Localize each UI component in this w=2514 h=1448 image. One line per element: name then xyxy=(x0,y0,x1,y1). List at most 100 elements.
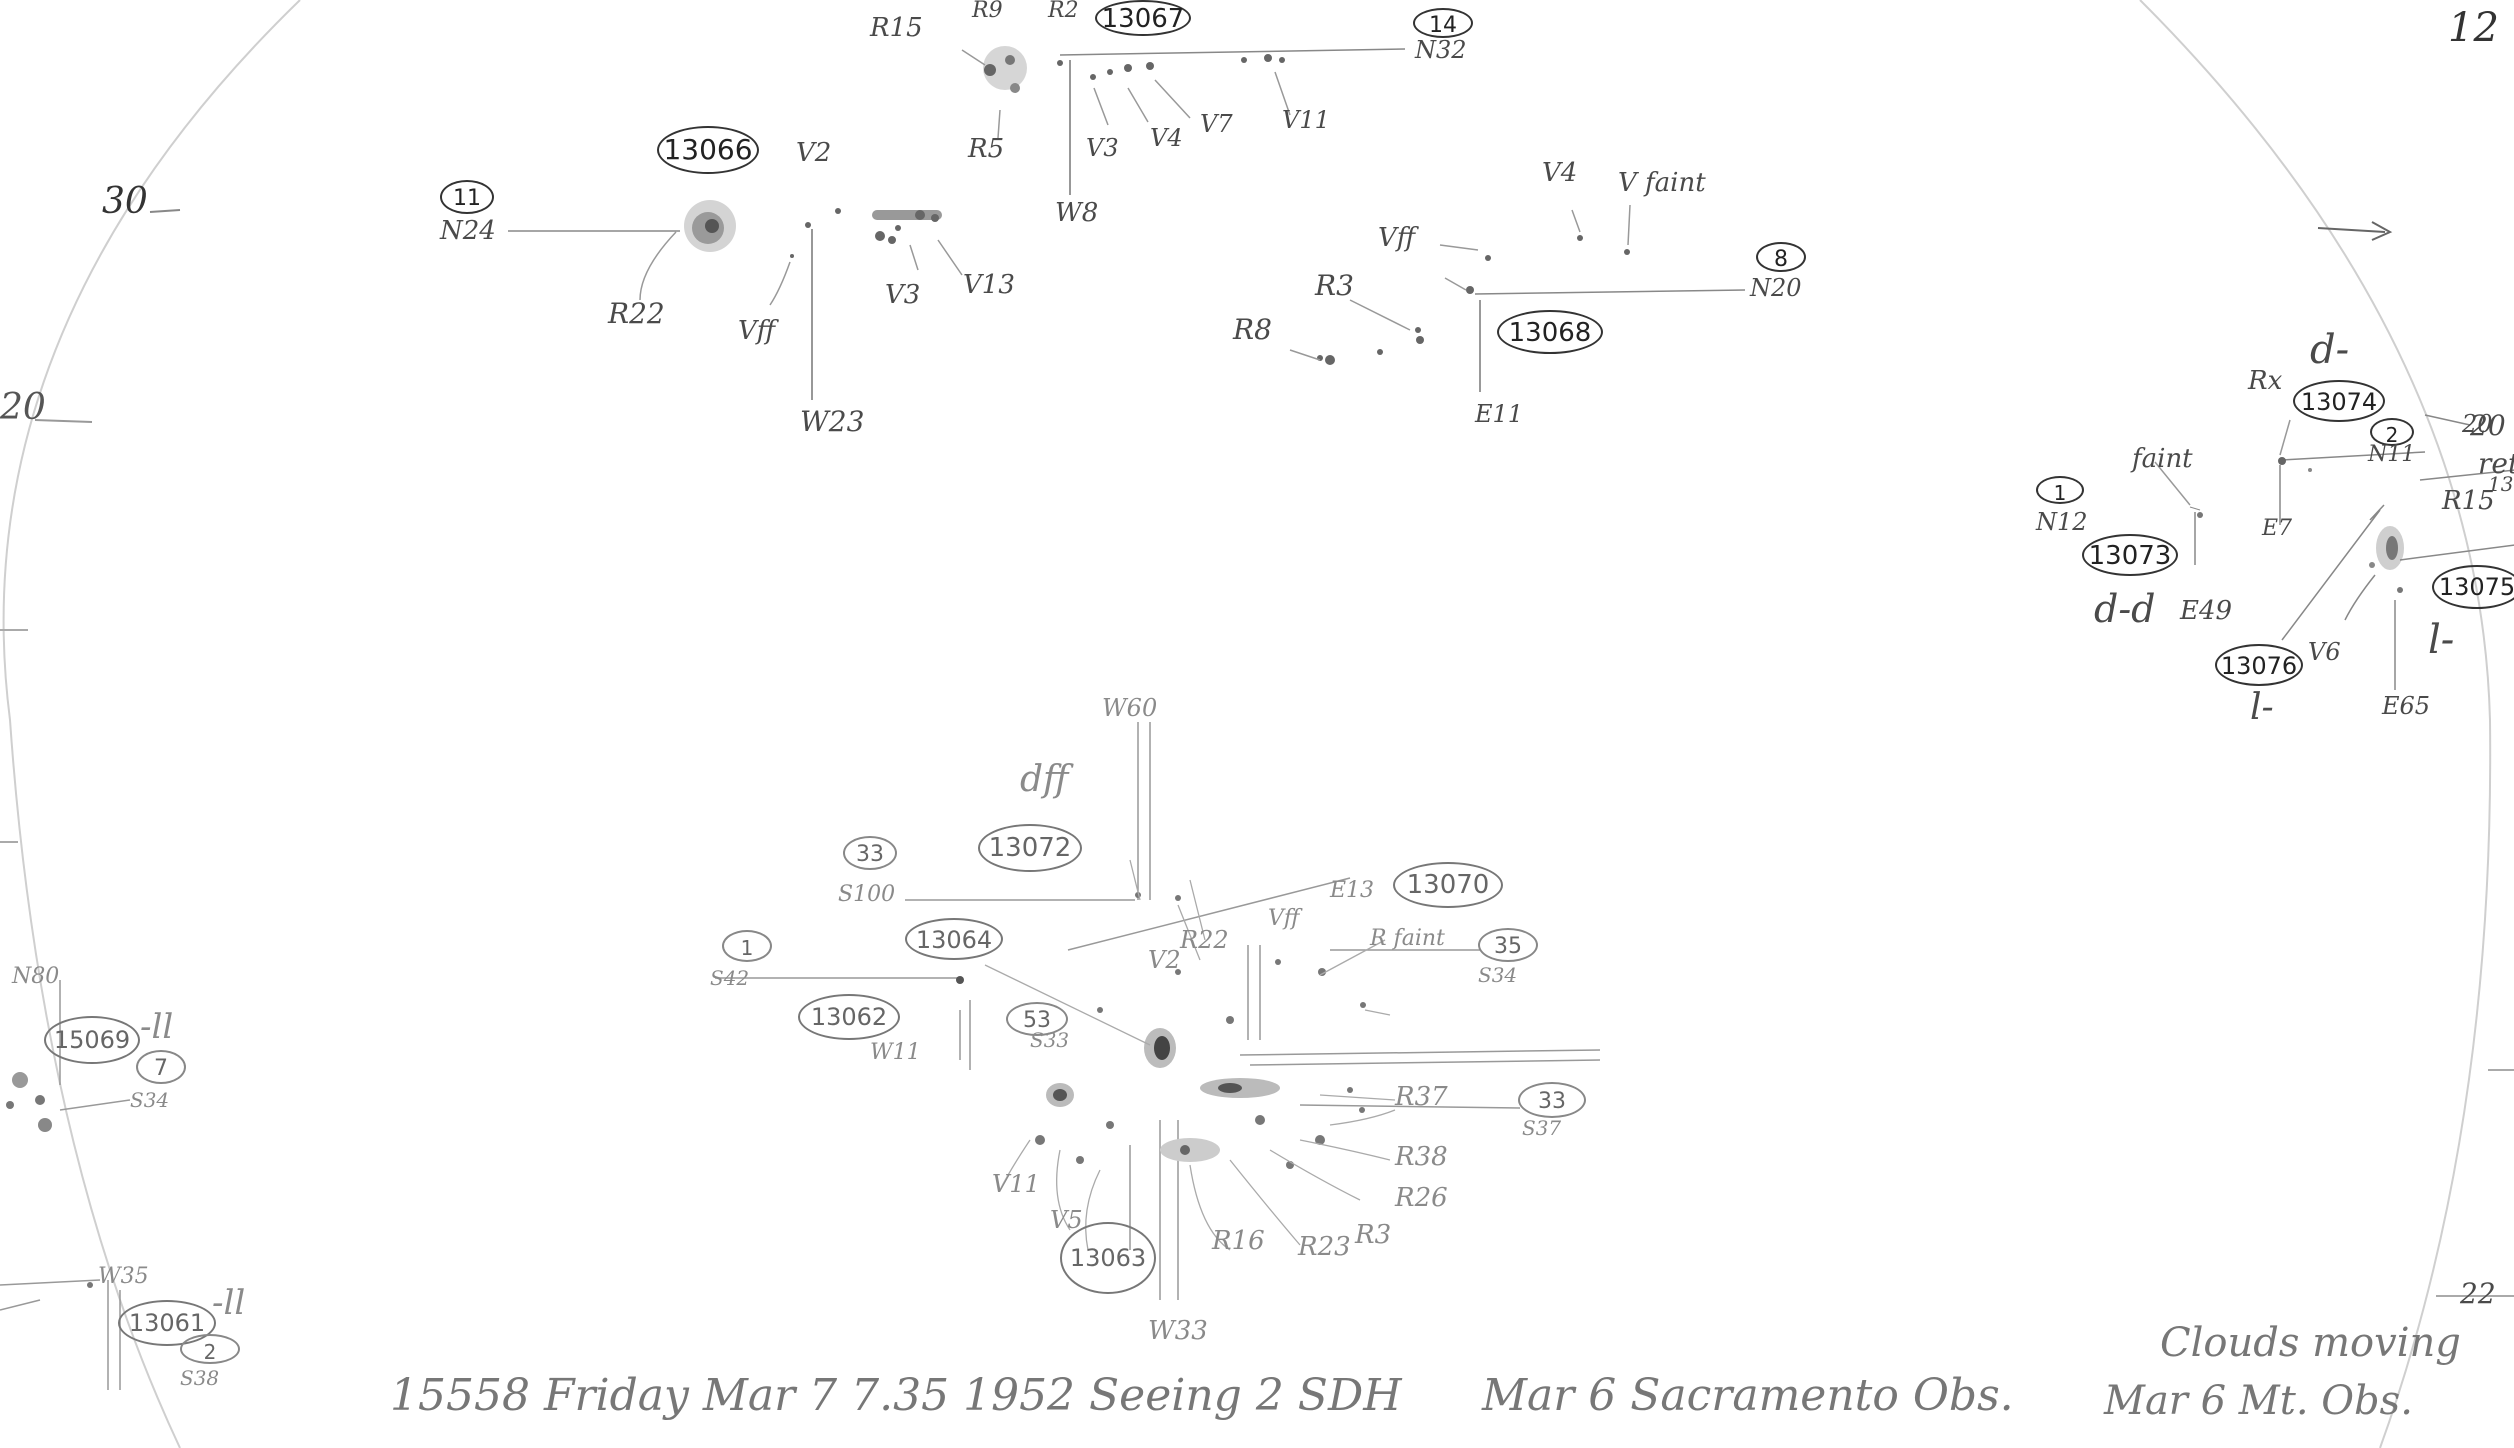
tick-right-22: 22 xyxy=(2460,1277,2496,1310)
rating-13075: l- xyxy=(2428,617,2455,663)
group-tag-13074: 2 xyxy=(2370,418,2414,447)
rating-15069: -ll xyxy=(140,1007,174,1047)
south-13061: S38 xyxy=(180,1366,220,1390)
spot-13063-r26: R26 xyxy=(1395,1183,1448,1213)
note-13075: ret xyxy=(2478,447,2514,480)
group-tag-13073: 1 xyxy=(2036,476,2084,505)
spot-13067-v11: V11 xyxy=(1282,106,1330,134)
spot-13066-r22: R22 xyxy=(608,297,665,330)
spot-13063-v11: V11 xyxy=(992,1170,1040,1198)
group-number-13066: 13066 xyxy=(657,126,759,174)
tick-right-20: 20 xyxy=(2470,409,2506,442)
east-13076: E65 xyxy=(2382,692,2431,720)
group-number-13067: 13067 xyxy=(1095,0,1191,36)
group-number-13062: 13062 xyxy=(798,994,900,1040)
solar-limb-right xyxy=(2139,0,2492,1448)
group-tag-13066: 11 xyxy=(440,180,494,214)
spot-13076 xyxy=(2369,526,2404,593)
spot-13066-v13: V13 xyxy=(963,270,1015,300)
central-group-axes xyxy=(715,722,1601,1300)
spot-13076-r15: R15 xyxy=(2442,486,2495,516)
spot-13067 xyxy=(983,46,1027,93)
rating-13061: -ll xyxy=(212,1283,246,1323)
corner-label: 12 xyxy=(2448,5,2499,51)
south-13063: S37 xyxy=(1522,1116,1562,1140)
rating-13076: l- xyxy=(2250,687,2274,728)
sub-13075: 13 xyxy=(2488,472,2514,496)
footer-clouds-note: Clouds moving xyxy=(2160,1320,2461,1366)
rating-13073: d-d xyxy=(2094,587,2156,631)
west-13061: W35 xyxy=(98,1264,149,1289)
group-tag-13063: 33 xyxy=(1518,1082,1586,1118)
group-number-13064: 13064 xyxy=(905,918,1003,960)
group-tag-13064: 1 xyxy=(722,930,772,962)
group-number-13076: 13076 xyxy=(2215,644,2303,686)
central-group-spots xyxy=(956,892,1366,1169)
west-13067: W8 xyxy=(1055,198,1099,228)
group-number-13072: 13072 xyxy=(978,824,1082,872)
solar-limb-left xyxy=(2,0,301,1448)
group-tag-13067: 14 xyxy=(1413,8,1473,38)
spot-13076-v6: V6 xyxy=(2308,638,2341,666)
spot-13067-r5: R5 xyxy=(968,134,1005,164)
spot-13068-r8: R8 xyxy=(1233,313,1272,346)
group-number-13063: 13063 xyxy=(1060,1222,1156,1294)
spot-13067-v7: V7 xyxy=(1200,110,1233,138)
east-13070: E13 xyxy=(1330,878,1375,903)
spot-13063-v2: V2 xyxy=(1148,946,1181,974)
spot-13063-r37: R37 xyxy=(1395,1082,1448,1112)
north-13074: N11 xyxy=(2368,442,2416,467)
group-tag-13061: 2 xyxy=(180,1334,240,1364)
west-13062: W11 xyxy=(870,1040,921,1065)
spot-13074-rx: Rx xyxy=(2248,366,2283,396)
spot-13067-v3: V3 xyxy=(1086,134,1119,162)
spot-13066-v3: V3 xyxy=(885,280,921,310)
north-15069: N80 xyxy=(12,964,60,989)
spot-13070-rfaint: R faint xyxy=(1370,926,1445,951)
west-13072: W60 xyxy=(1102,694,1158,722)
spot-13068-r3: R3 xyxy=(1315,269,1354,302)
west-13066: W23 xyxy=(800,405,865,438)
spot-13066-v2: V2 xyxy=(796,138,832,168)
arrow-note-13074: 20 xyxy=(2462,410,2493,438)
east-13074: E7 xyxy=(2262,516,2293,541)
footer-observatory-note: Mar 6 Sacramento Obs. xyxy=(1482,1370,2014,1421)
group-tag-13068: 8 xyxy=(1756,242,1806,272)
spot-13067-r15: R15 xyxy=(870,13,923,43)
group-number-13074: 13074 xyxy=(2293,380,2385,422)
spot-13067-r9: R9 xyxy=(972,0,1003,23)
spot-13070-vff: Vff xyxy=(1268,906,1300,931)
spot-13063-v5: V5 xyxy=(1050,1206,1083,1234)
group-tag-13062: 53 xyxy=(1006,1002,1068,1036)
footer-observation-note: 15558 Friday Mar 7 7.35 1952 Seeing 2 SD… xyxy=(390,1370,1402,1421)
south-13070: S34 xyxy=(1478,963,1518,987)
note-13073-faint: faint xyxy=(2132,444,2193,474)
north-13067: N32 xyxy=(1415,36,1467,64)
group-number-13068: 13068 xyxy=(1497,310,1603,354)
spot-13066 xyxy=(684,200,736,252)
group-number-13061: 13061 xyxy=(118,1300,216,1346)
south-15069: S34 xyxy=(130,1088,170,1112)
group-tag-15069: 7 xyxy=(136,1050,186,1084)
south-13072: S100 xyxy=(838,882,896,907)
spot-13067-r2: R2 xyxy=(1048,0,1079,23)
group-tag-13070: 35 xyxy=(1478,928,1538,962)
spot-15069 xyxy=(6,1072,52,1132)
tick-left-30: 30 xyxy=(102,181,148,222)
west-13063: W33 xyxy=(1148,1316,1208,1346)
rating-13072: dff xyxy=(1020,759,1069,800)
group-number-13073: 13073 xyxy=(2082,534,2178,576)
footer-right-note: Mar 6 Mt. Obs. xyxy=(2104,1378,2413,1424)
spot-13068-vfaint: V faint xyxy=(1618,168,1706,198)
spot-13068-vff: Vff xyxy=(1378,223,1416,253)
spot-13063-r3: R3 xyxy=(1355,1220,1392,1250)
spot-13063-r22: R22 xyxy=(1180,926,1229,954)
rating-13074: d- xyxy=(2310,327,2350,373)
east-13068: E11 xyxy=(1475,400,1524,428)
north-13068: N20 xyxy=(1750,274,1802,302)
north-13066: N24 xyxy=(440,216,496,246)
spot-13066-vff: Vff xyxy=(738,316,776,346)
spot-13068-v4: V4 xyxy=(1542,158,1578,188)
group-number-13070: 13070 xyxy=(1393,862,1503,908)
